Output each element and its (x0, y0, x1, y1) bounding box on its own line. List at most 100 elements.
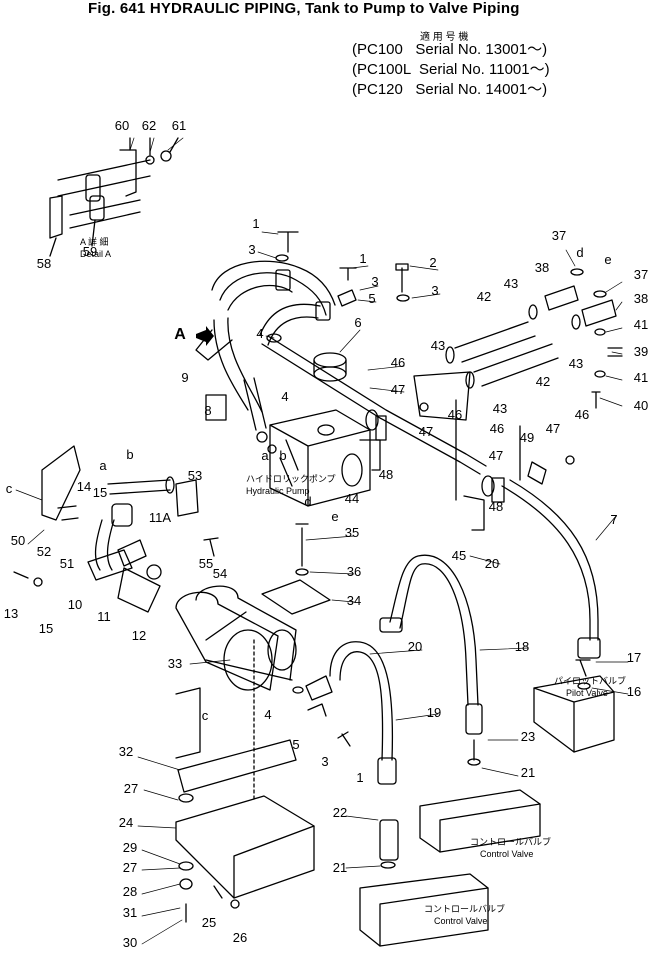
serial-line-pc120: (PC120 Serial No. 14001～) (352, 81, 548, 98)
part-number-b: b (126, 447, 133, 462)
part-number-46: 46 (391, 355, 405, 370)
part-number-32: 32 (119, 744, 133, 759)
part-number-45: 45 (452, 548, 466, 563)
part-number-42: 42 (536, 374, 550, 389)
detail-a-en: Detail A (80, 249, 111, 259)
left-pump-piping (13, 445, 219, 613)
part-number-21: 21 (333, 860, 347, 875)
part-number-51: 51 (60, 556, 74, 571)
pressure-hoses (292, 554, 591, 869)
control-valve-1-en: Control Valve (480, 849, 533, 859)
part-number-52: 52 (37, 544, 51, 559)
part-number-35: 35 (345, 525, 359, 540)
part-number-23: 23 (521, 729, 535, 744)
figure-title: Fig. 641 HYDRAULIC PIPING, Tank to Pump … (88, 0, 520, 17)
part-number-50: 50 (11, 533, 25, 548)
detail-a-drawing (49, 137, 179, 257)
part-number-27: 27 (124, 781, 138, 796)
part-number-42: 42 (477, 289, 491, 304)
filter-tank-drawing (175, 523, 331, 691)
part-number-17: 17 (627, 650, 641, 665)
part-number-d: d (576, 245, 583, 260)
part-number-c: c (6, 481, 13, 496)
part-number-3: 3 (431, 283, 438, 298)
tank-pipe (261, 335, 601, 659)
part-number-22: 22 (333, 805, 347, 820)
mounting-plates (175, 639, 315, 923)
part-number-d: d (304, 494, 311, 509)
part-number-20: 20 (485, 556, 499, 571)
part-number-a: a (99, 458, 107, 473)
part-number-a: a (261, 448, 269, 463)
part-number-3: 3 (248, 242, 255, 257)
part-number-43: 43 (431, 338, 445, 353)
applicable-models-jp: 適 用 号 機 (420, 32, 469, 43)
part-number-40: 40 (634, 398, 648, 413)
part-number-33: 33 (168, 656, 182, 671)
part-number-7: 7 (610, 512, 617, 527)
part-number-24: 24 (119, 815, 133, 830)
hydraulic-pump-en: Hydraulic Pump (246, 486, 310, 496)
part-number-47: 47 (546, 421, 560, 436)
part-number-15: 15 (39, 621, 53, 636)
hydraulic-pump-jp: ハイドロリックポンプ (246, 474, 336, 484)
serial-line-pc100l: (PC100L Serial No. 11001～) (352, 61, 550, 78)
part-number-b: b (279, 448, 286, 463)
part-number-41: 41 (634, 317, 648, 332)
part-number-46: 46 (575, 407, 589, 422)
part-number-43: 43 (504, 276, 518, 291)
part-number-55: 55 (199, 556, 213, 571)
part-number-60: 60 (115, 118, 129, 133)
part-number-21: 21 (521, 765, 535, 780)
part-number-19: 19 (427, 705, 441, 720)
part-number-9: 9 (181, 370, 188, 385)
part-number-4: 4 (264, 707, 271, 722)
part-number-53: 53 (188, 468, 202, 483)
part-number-43: 43 (493, 401, 507, 416)
part-number-43: 43 (569, 356, 583, 371)
part-number-30: 30 (123, 935, 137, 950)
part-number-48: 48 (379, 467, 393, 482)
part-number-47: 47 (391, 382, 405, 397)
control-valve-2-en: Control Valve (434, 916, 487, 926)
part-number-37: 37 (634, 267, 648, 282)
part-number-29: 29 (123, 840, 137, 855)
part-number-62: 62 (142, 118, 156, 133)
part-number-61: 61 (172, 118, 186, 133)
part-number-59: 59 (83, 244, 97, 259)
part-number-20: 20 (408, 639, 422, 654)
part-number-14: 14 (77, 479, 91, 494)
part-number-39: 39 (634, 344, 648, 359)
part-number-54: 54 (213, 566, 227, 581)
part-number-16: 16 (627, 684, 641, 699)
part-number-38: 38 (535, 260, 549, 275)
part-number-31: 31 (123, 905, 137, 920)
part-number-1: 1 (356, 770, 363, 785)
part-number-e: e (604, 252, 611, 267)
pilot-valve-jp: パイロットバルブ (554, 675, 626, 686)
part-number-1: 1 (359, 251, 366, 266)
part-number-46: 46 (448, 407, 462, 422)
part-number-3: 3 (371, 274, 378, 289)
part-number-4: 4 (281, 389, 288, 404)
part-number-27: 27 (123, 860, 137, 875)
part-number-5: 5 (292, 737, 299, 752)
part-number-47: 47 (419, 424, 433, 439)
part-number-13: 13 (4, 606, 18, 621)
control-valve-2-jp: コントロールバルブ (424, 903, 505, 914)
part-number-46: 46 (490, 421, 504, 436)
part-number-37: 37 (552, 228, 566, 243)
control-valve-1-jp: コントロールバルブ (470, 836, 551, 847)
part-number-1: 1 (252, 216, 259, 231)
part-number-6: 6 (354, 315, 361, 330)
detail-a-jp: A 詳 細 (80, 236, 109, 247)
part-number-36: 36 (347, 564, 361, 579)
part-number-58: 58 (37, 256, 51, 271)
part-number-3: 3 (321, 754, 328, 769)
part-number-47: 47 (489, 448, 503, 463)
part-number-25: 25 (202, 915, 216, 930)
serial-line-pc100: (PC100 Serial No. 13001～) (352, 41, 548, 58)
